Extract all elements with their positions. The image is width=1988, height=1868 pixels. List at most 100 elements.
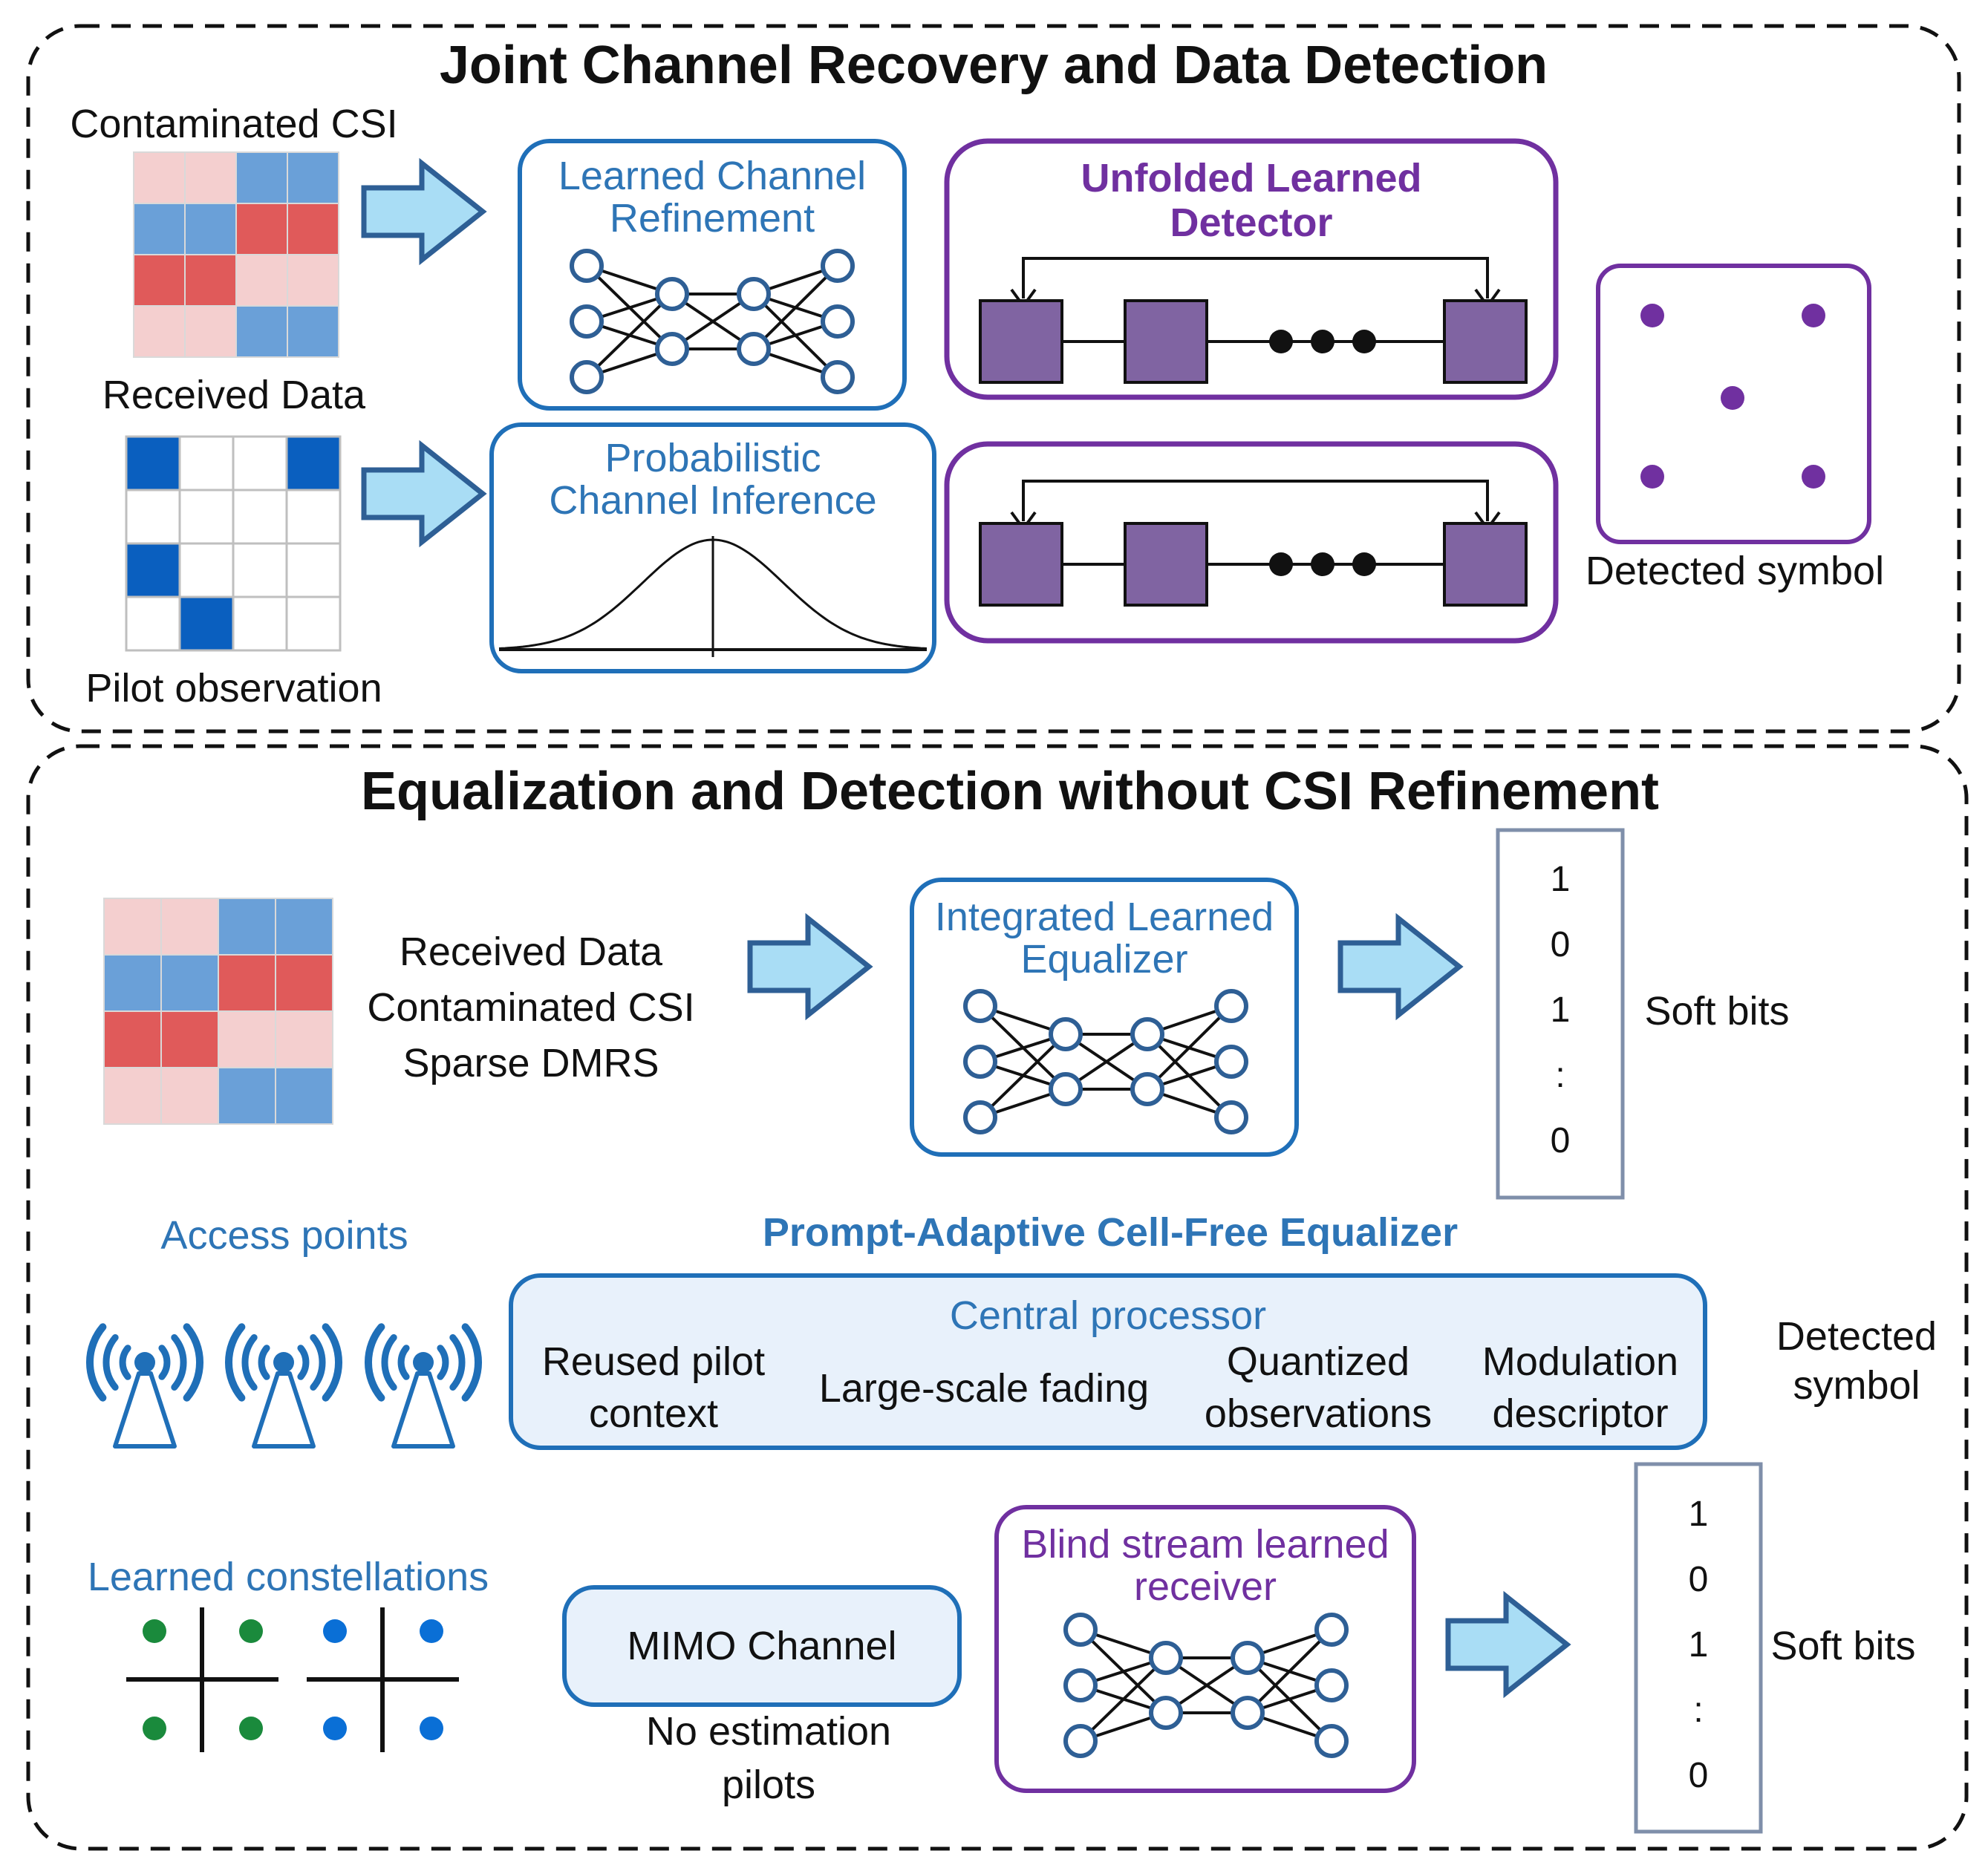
grid-cell [133,151,186,204]
iteration-block [979,299,1063,384]
neuron-node [821,360,855,394]
ellipsis-dot [1352,330,1376,353]
arrow-to-equalizer [747,912,873,1021]
unfolded-iterations-bottom [979,480,1528,607]
arrow-to-soft-bits-bottom [1445,1590,1571,1699]
soft-bits-vector-bottom [1634,1462,1763,1834]
pilot-cell [285,542,342,598]
soft-bit-value: 1 [1689,1625,1709,1665]
grid-cell [275,898,333,956]
neuron-node [1063,1724,1098,1758]
soft-bit-value: 0 [1689,1560,1709,1599]
pilot-cell [125,542,181,598]
ellipsis-dot [1269,330,1293,353]
grid-cell [275,1010,333,1068]
soft-bit-value: 0 [1689,1756,1709,1795]
contaminated-csi-label: Contaminated CSI [70,102,397,146]
neuron-node [1231,1696,1265,1730]
grid-cell [184,151,237,204]
cp-item-modulation-line2: descriptor [1492,1391,1668,1436]
pilot-cell [232,595,288,652]
neuron-node [1063,1613,1098,1647]
arrow-to-refinement [361,157,487,266]
mimo-channel-box [562,1585,962,1707]
central-processor-box [509,1273,1707,1450]
grid-cell [160,954,219,1012]
pilot-cell [125,489,181,545]
soft-bit-value: 1 [1551,990,1571,1030]
grid-cell [133,203,186,255]
neuron-node [963,989,997,1023]
soft-bit-value: 1 [1551,860,1571,899]
pilot-cell [285,489,342,545]
soft-bits-label-top: Soft bits [1644,989,1789,1033]
unfolded-detector-line1: Unfolded Learned [1081,156,1421,200]
input-contaminated-csi: Contaminated CSI [367,985,694,1030]
cp-item-reused-pilot-line2: context [589,1391,718,1436]
grid-cell [184,254,237,307]
neuron-node [570,249,604,283]
pilot-cell [232,435,288,492]
learned-channel-refinement-line2: Refinement [610,196,815,241]
received-data-label: Received Data [102,373,366,417]
neuron-node [821,249,855,283]
no-estimation-pilots-line2: pilots [722,1763,815,1807]
gaussian-curve-icon [498,536,928,657]
probabilistic-line1: Probabilistic [604,436,821,480]
neuron-node [1214,1045,1248,1079]
blind-stream-receiver-box [994,1505,1416,1793]
block-arrow [361,440,487,548]
soft-bit-value: 1 [1689,1495,1709,1534]
grid-cell [275,954,333,1012]
grid-cell [103,898,162,956]
pilot-cell [178,435,235,492]
grid-cell [218,1010,276,1068]
section2-title: Equalization and Detection without CSI R… [361,762,1659,821]
ellipsis-dot [1352,552,1376,576]
pilot-observation-grid [125,435,342,652]
input-sparse-dmrs: Sparse DMRS [403,1041,659,1085]
neuron-node [1049,1072,1083,1106]
neuron-node [1314,1613,1349,1647]
pilot-observation-label: Pilot observation [85,666,382,711]
neuron-node [737,332,771,366]
pilot-cell [125,435,181,492]
grid-cell [287,203,339,255]
unfolded-iterations-top [979,257,1528,384]
grid-cell [160,898,219,956]
neural-network-icon [570,249,855,394]
soft-bit-value: : [1693,1691,1703,1730]
unfolded-detector-box-bottom [944,441,1559,644]
symbol-dot [1721,386,1744,410]
grid-cell [287,151,339,204]
integrated-equalizer-line1: Integrated Learned [935,895,1274,939]
grid-cell [218,1067,276,1125]
pilot-cell [232,489,288,545]
soft-bit-value: 0 [1551,925,1571,964]
arrow-to-inference [361,440,487,548]
neural-network-icon [1063,1613,1349,1758]
antenna-tower-icon [86,1323,203,1449]
grid-cell [160,1067,219,1125]
section1-title: Joint Channel Recovery and Data Detectio… [440,36,1548,95]
symbol-dot [1802,465,1825,489]
cp-item-quantized-line1: Quantized [1227,1339,1409,1384]
section1-dashed-frame [26,24,1961,734]
constellation-green [126,1607,278,1752]
cp-item-large-scale-fading: Large-scale fading [819,1366,1149,1411]
grid-cell [235,203,288,255]
detected-symbol-label-line2: symbol [1793,1363,1920,1408]
grid-cell [103,1010,162,1068]
neuron-node [1063,1668,1098,1702]
iteration-block [1443,522,1528,607]
cp-item-quantized-line2: observations [1205,1391,1432,1436]
grid-cell [287,305,339,358]
neuron-node [1149,1641,1183,1675]
learned-channel-refinement-line1: Learned Channel [558,154,866,198]
ellipsis-dot [1269,552,1293,576]
symbol-dot [1640,465,1664,489]
iteration-block [1124,522,1208,607]
soft-bits-label-bottom: Soft bits [1770,1624,1915,1668]
prompt-adaptive-title: Prompt-Adaptive Cell-Free Equalizer [763,1210,1458,1255]
grid-cell [103,954,162,1012]
